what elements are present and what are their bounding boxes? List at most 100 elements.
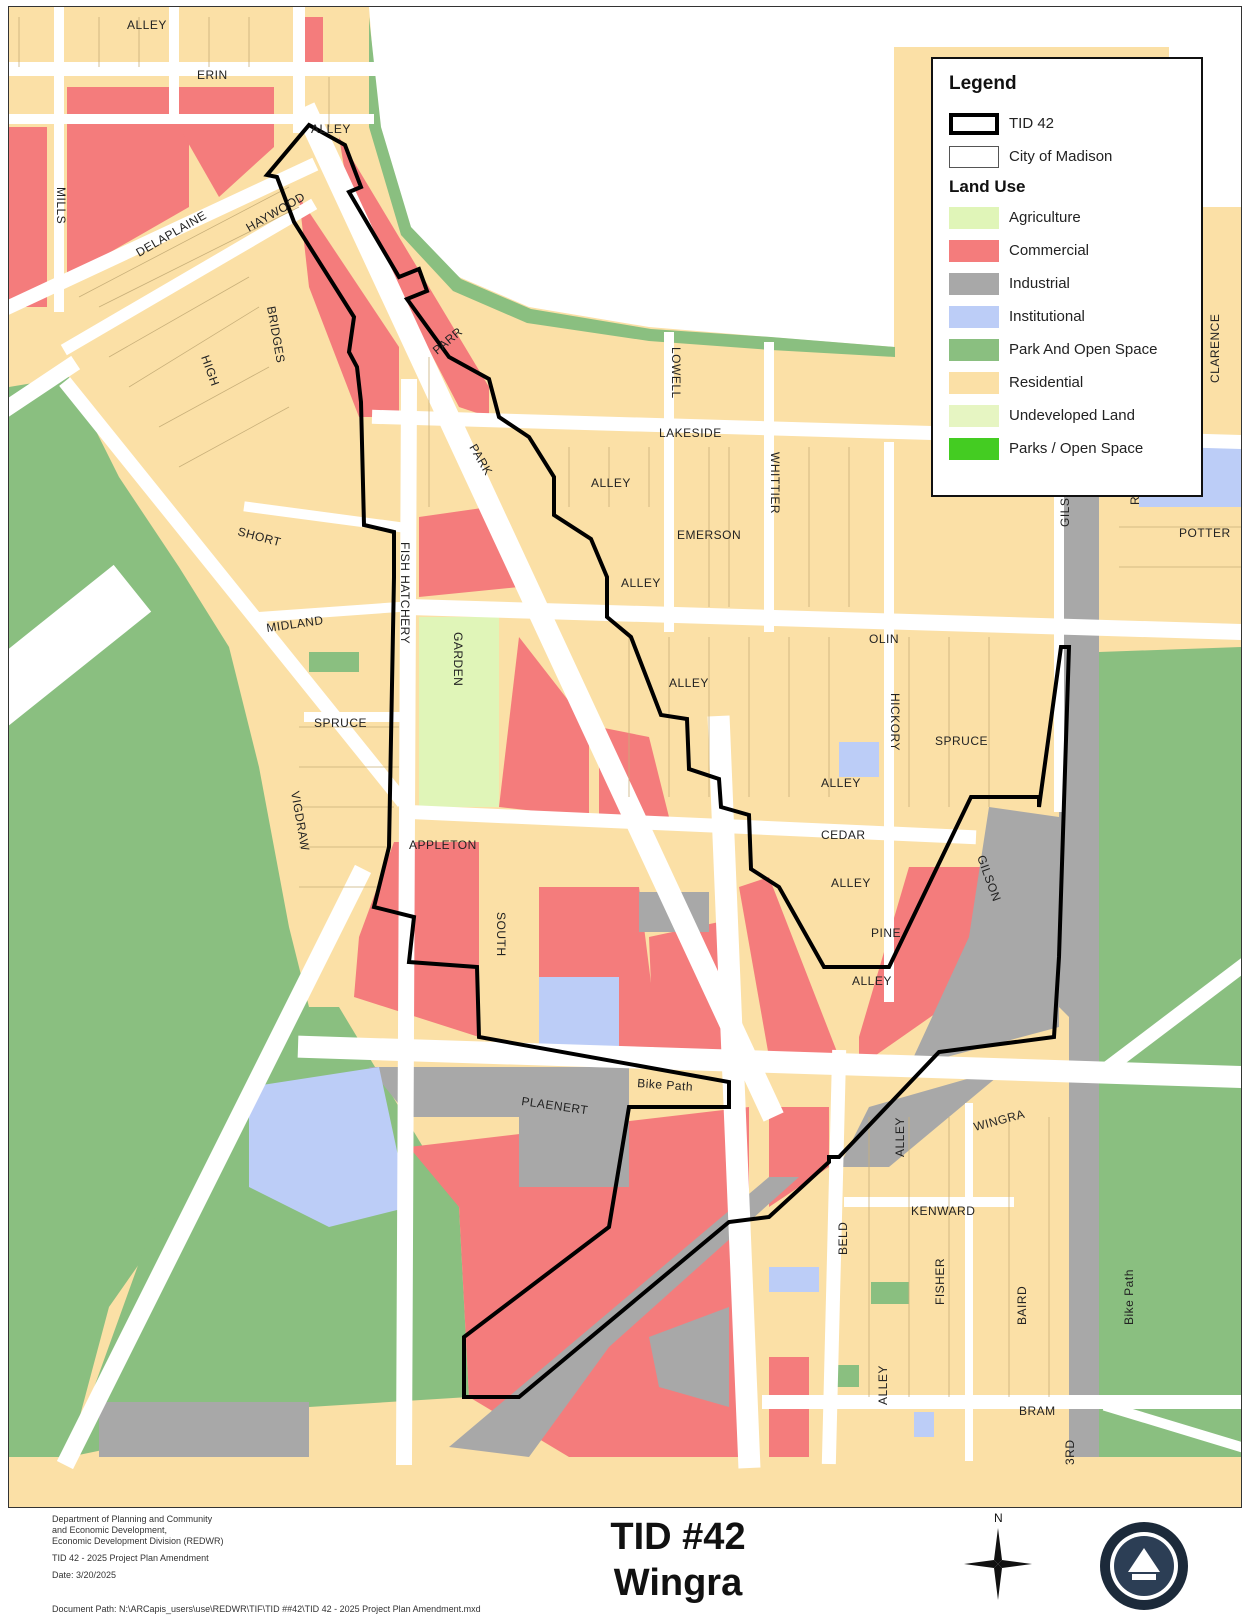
industrial-block bbox=[649, 1307, 729, 1407]
legend-label: Agriculture bbox=[1009, 209, 1081, 226]
street-pine: PINE bbox=[871, 926, 901, 940]
legend-land-use-title: Land Use bbox=[949, 177, 1026, 196]
street-alley-2: ALLEY bbox=[621, 576, 661, 590]
street-alley-6: ALLEY bbox=[852, 974, 892, 988]
commercial-block bbox=[67, 87, 189, 277]
street-lowell: LOWELL bbox=[669, 347, 683, 399]
commercial-block bbox=[739, 877, 839, 1057]
street-alley-park: ALLEY bbox=[311, 122, 351, 136]
street-fish-hatchery: FISH HATCHERY bbox=[398, 542, 412, 644]
street-alley-3: ALLEY bbox=[669, 676, 709, 690]
street-whittier: WHITTIER bbox=[768, 452, 782, 514]
street-alley-5: ALLEY bbox=[831, 876, 871, 890]
street-alley-top: ALLEY bbox=[127, 18, 167, 32]
land-use-swatch bbox=[949, 272, 999, 295]
street-lakeside: LAKESIDE bbox=[659, 426, 722, 440]
legend-label: Park And Open Space bbox=[1009, 341, 1158, 358]
map-frame[interactable]: ALLEY ERIN MILLS DELAPLAINE HAYWOOD BRID… bbox=[8, 6, 1242, 1508]
city-box-swatch bbox=[949, 145, 999, 168]
industrial-rail bbox=[449, 1177, 799, 1457]
street-baird: BAIRD bbox=[1015, 1286, 1029, 1325]
road-network bbox=[9, 7, 1241, 1470]
tid-outline-swatch bbox=[949, 112, 999, 135]
legend-item-land-use: Institutional bbox=[949, 300, 1185, 333]
commercial-corridor bbox=[339, 137, 489, 417]
tid-42-boundary bbox=[263, 122, 1072, 1399]
institutional-block bbox=[839, 742, 879, 777]
street-spruce-east: SPRUCE bbox=[935, 734, 988, 748]
street-south: SOUTH bbox=[494, 912, 508, 957]
commercial-block bbox=[301, 17, 323, 67]
map-footer: Department of Planning and Community and… bbox=[8, 1508, 1240, 1618]
parcel-lines bbox=[18, 17, 1241, 1397]
map-legend: Legend TID 42 City of Madison Land Use A… bbox=[931, 57, 1203, 497]
street-bike-path: Bike Path bbox=[637, 1076, 694, 1094]
legend-item-land-use: Parks / Open Space bbox=[949, 432, 1185, 465]
map-title: TID #42 Wingra bbox=[528, 1514, 828, 1606]
map-title-line-2: Wingra bbox=[613, 1562, 743, 1604]
street-appleton: APPLETON bbox=[409, 838, 477, 852]
street-alley-7: ALLEY bbox=[893, 1117, 907, 1157]
institutional-block bbox=[249, 1067, 409, 1227]
credit-line: Department of Planning and Community bbox=[52, 1514, 213, 1524]
commercial-block bbox=[9, 127, 47, 307]
legend-item-city-of-madison: City of Madison bbox=[949, 140, 1185, 173]
credit-line: TID 42 - 2025 Project Plan Amendment bbox=[52, 1553, 209, 1563]
lake-area bbox=[369, 7, 1169, 347]
institutional-block bbox=[769, 1267, 819, 1292]
north-label: N bbox=[994, 1511, 1003, 1525]
credit-line: Date: 3/20/2025 bbox=[52, 1570, 117, 1580]
legend-label: Commercial bbox=[1009, 242, 1090, 259]
legend-item-land-use: Residential bbox=[949, 366, 1185, 399]
commercial-block bbox=[859, 867, 1009, 1067]
land-use-swatch bbox=[949, 239, 999, 262]
industrial-block bbox=[99, 1402, 309, 1457]
legend-label: City of Madison bbox=[1009, 148, 1113, 165]
street-cedar: CEDAR bbox=[821, 828, 866, 842]
land-use-swatch bbox=[949, 305, 999, 328]
legend-item-land-use: Agriculture bbox=[949, 201, 1185, 234]
street-3rd: 3RD bbox=[1063, 1439, 1077, 1465]
legend-label: Industrial bbox=[1009, 275, 1070, 292]
street-clarence: CLARENCE bbox=[1208, 314, 1222, 383]
street-garden: GARDEN bbox=[451, 632, 465, 686]
legend-item-tid-42: TID 42 bbox=[949, 107, 1185, 140]
commercial-block bbox=[354, 842, 479, 1037]
legend-label: Parks / Open Space bbox=[1009, 440, 1144, 457]
street-erin: ERIN bbox=[197, 68, 228, 82]
street-emerson: EMERSON bbox=[677, 528, 741, 542]
street-bram: BRAM bbox=[1019, 1404, 1056, 1418]
street-mills: MILLS bbox=[54, 187, 68, 224]
industrial-block bbox=[369, 1067, 629, 1187]
street-beld: BELD bbox=[836, 1222, 850, 1255]
industrial-block bbox=[909, 807, 1059, 1067]
industrial-rail-corridor bbox=[1059, 477, 1099, 1457]
city-seal-icon bbox=[1098, 1520, 1190, 1612]
street-bike-path-east: Bike Path bbox=[1122, 1269, 1136, 1325]
street-kenward: KENWARD bbox=[911, 1204, 975, 1218]
street-hickory: HICKORY bbox=[888, 693, 902, 751]
legend-item-land-use: Park And Open Space bbox=[949, 333, 1185, 366]
legend-label: Institutional bbox=[1009, 308, 1085, 325]
legend-label: Undeveloped Land bbox=[1009, 407, 1135, 424]
park-small bbox=[871, 1282, 909, 1304]
legend-item-land-use: Undeveloped Land bbox=[949, 399, 1185, 432]
legend-label: TID 42 bbox=[1009, 115, 1055, 132]
credit-line: Economic Development Division (REDWR) bbox=[52, 1536, 224, 1546]
street-alley-1: ALLEY bbox=[591, 476, 631, 490]
legend-item-land-use: Industrial bbox=[949, 267, 1185, 300]
park-east bbox=[1099, 647, 1241, 1457]
legend-item-land-use: Commercial bbox=[949, 234, 1185, 267]
commercial-block bbox=[499, 637, 589, 817]
legend-label: Residential bbox=[1009, 374, 1084, 391]
street-olin: OLIN bbox=[869, 632, 899, 646]
park-small bbox=[309, 652, 359, 672]
credit-block: Department of Planning and Community and… bbox=[52, 1514, 224, 1581]
land-use-swatch bbox=[949, 371, 999, 394]
land-use-swatch bbox=[949, 404, 999, 427]
street-potter: POTTER bbox=[1179, 526, 1231, 540]
document-path: Document Path: N:\ARCapis_users\use\REDW… bbox=[52, 1604, 481, 1614]
credit-line: and Economic Development, bbox=[52, 1525, 168, 1535]
land-use-swatch bbox=[949, 437, 999, 460]
